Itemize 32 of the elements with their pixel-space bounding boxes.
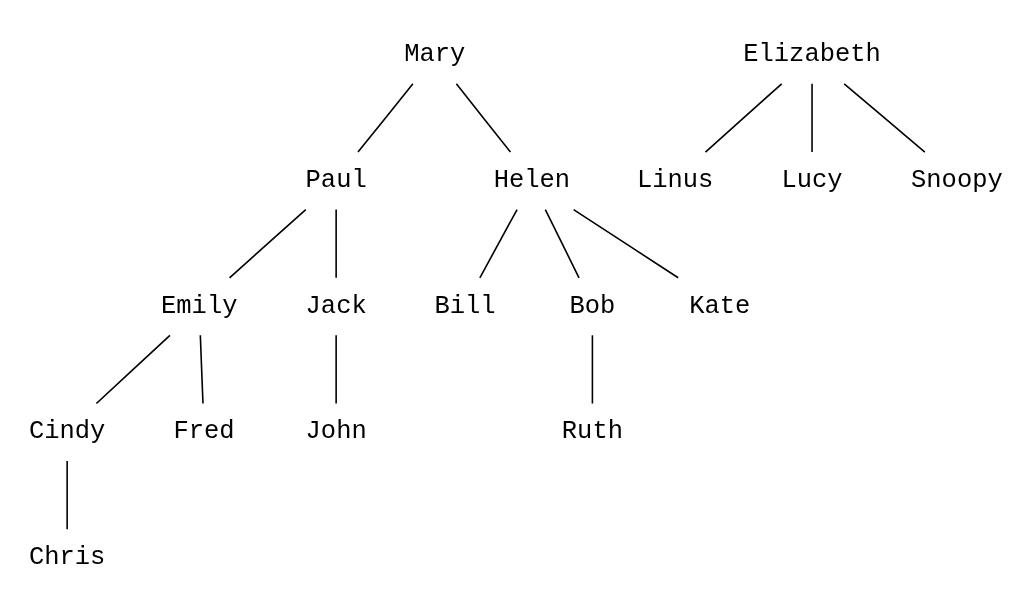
node-text: Snoopy: [910, 165, 1003, 195]
connector: [591, 334, 593, 405]
node-text: Kate: [688, 291, 750, 321]
node-text: Chris: [28, 543, 105, 573]
connector: [334, 334, 337, 405]
connector: [65, 460, 68, 531]
node-text: Bill: [434, 291, 496, 321]
connector: [810, 83, 813, 153]
node-text: Lucy: [781, 165, 843, 195]
connector: [572, 208, 679, 279]
node-text: Paul: [305, 165, 367, 195]
node-text: John: [305, 417, 367, 447]
connector: [455, 83, 511, 153]
node-text: Ruth: [561, 417, 623, 447]
connector: [704, 83, 782, 153]
node-text: Fred: [172, 417, 235, 447]
connector: [228, 208, 307, 279]
node-text: Elizabeth: [742, 40, 881, 70]
node-text: Emily: [160, 291, 237, 321]
node-text: Bob: [568, 291, 615, 321]
node-text: Cindy: [28, 417, 105, 447]
node-text: Linus: [636, 165, 713, 195]
connector: [199, 334, 204, 405]
connector: [334, 208, 337, 279]
node-text: Mary: [403, 40, 465, 70]
connector: [544, 208, 580, 279]
node-text: Jack: [305, 291, 367, 321]
connector: [842, 83, 926, 153]
node-text: Helen: [493, 165, 570, 195]
connector: [478, 208, 518, 279]
connector: [95, 334, 171, 405]
connector: [356, 83, 414, 153]
